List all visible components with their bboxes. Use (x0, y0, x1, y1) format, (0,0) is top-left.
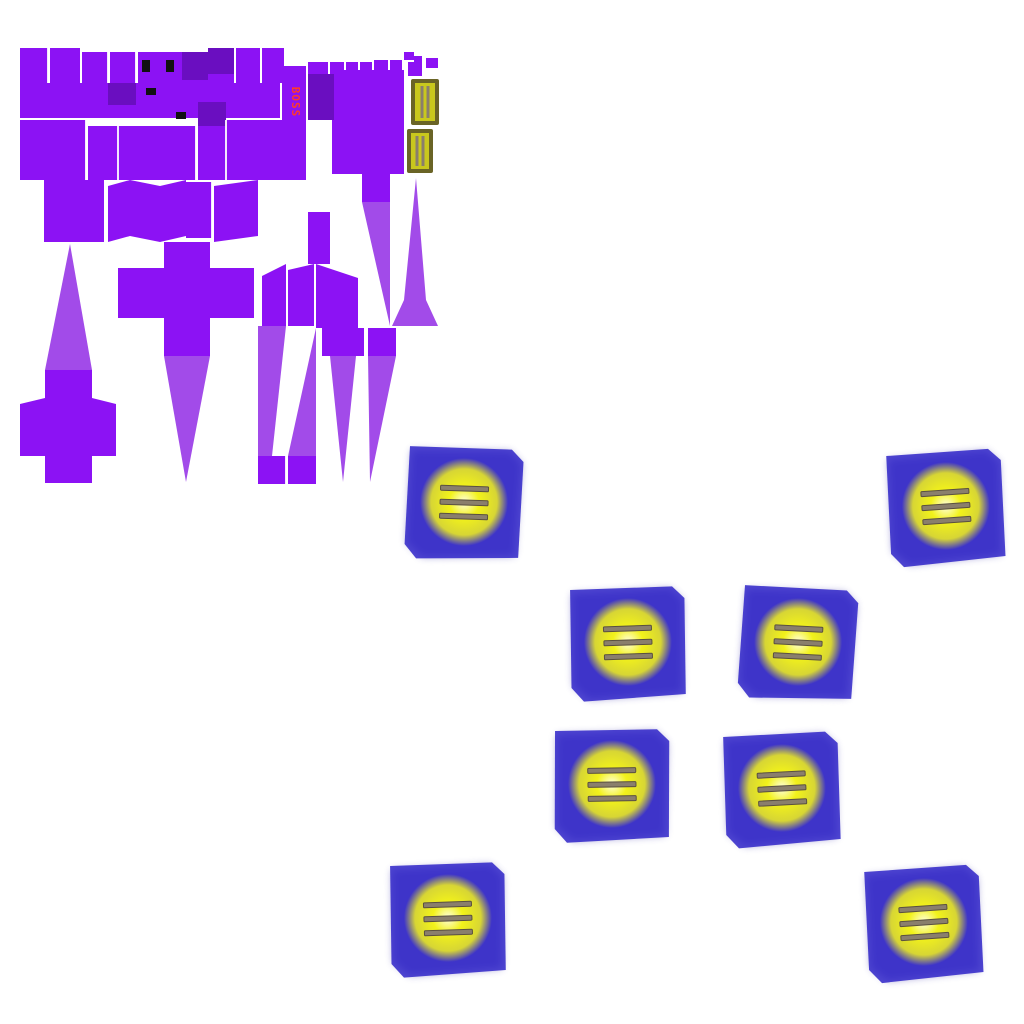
three-bars-icon (756, 770, 808, 807)
bonus-tile-2 (882, 444, 1010, 572)
three-bars-icon (422, 900, 473, 937)
three-bars-icon (772, 624, 824, 661)
bonus-tile-1 (402, 442, 526, 566)
three-bars-icon (920, 487, 972, 526)
three-bars-icon (587, 767, 637, 802)
boss-label: BOSS (289, 86, 302, 118)
boss-label-panel: BOSS (283, 78, 305, 128)
bonus-tile-4 (735, 581, 861, 707)
three-bars-icon (439, 484, 490, 521)
three-bars-icon (602, 624, 653, 661)
three-bars-icon (898, 903, 950, 942)
bonus-tile-6 (719, 727, 845, 853)
bonus-tile-7 (386, 858, 510, 982)
bonus-tile-3 (566, 582, 690, 706)
bonus-tile-8 (860, 860, 988, 988)
bonus-tile-5 (551, 725, 673, 847)
capsule-sprite-1 (411, 79, 439, 125)
capsule-sprite-2 (407, 129, 433, 173)
